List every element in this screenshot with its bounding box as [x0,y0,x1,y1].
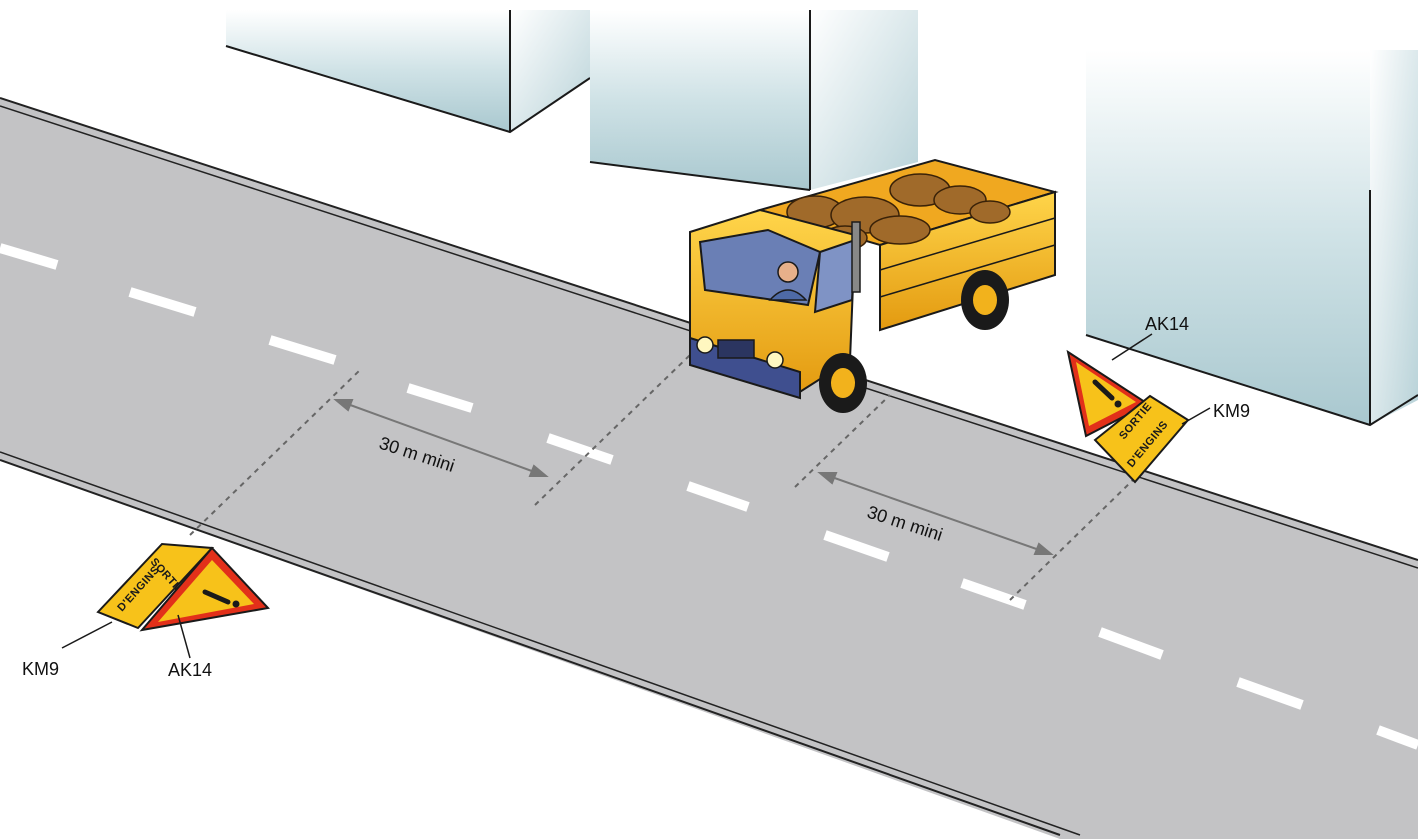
dimension-right [817,472,1054,555]
km9-label-top: KM9 [1213,401,1250,421]
ak14-label-top: AK14 [1145,314,1189,334]
ak14-sign-top [1066,349,1150,438]
ak14-sign-bottom [139,546,270,632]
lane-markings [0,243,1418,750]
building-right [1085,50,1418,427]
guide-lines [189,354,1136,601]
km9-label-bottom: KM9 [22,659,59,679]
building-middle [589,10,918,191]
dump-truck [689,158,1059,413]
ak14-label-bottom: AK14 [168,660,212,680]
building-left [225,10,591,134]
rock-load [786,173,1011,251]
km9-sign-top: SORTIE D'ENGINS [1093,394,1190,484]
truck-wheels [819,270,1009,413]
dimension-left [333,399,549,477]
